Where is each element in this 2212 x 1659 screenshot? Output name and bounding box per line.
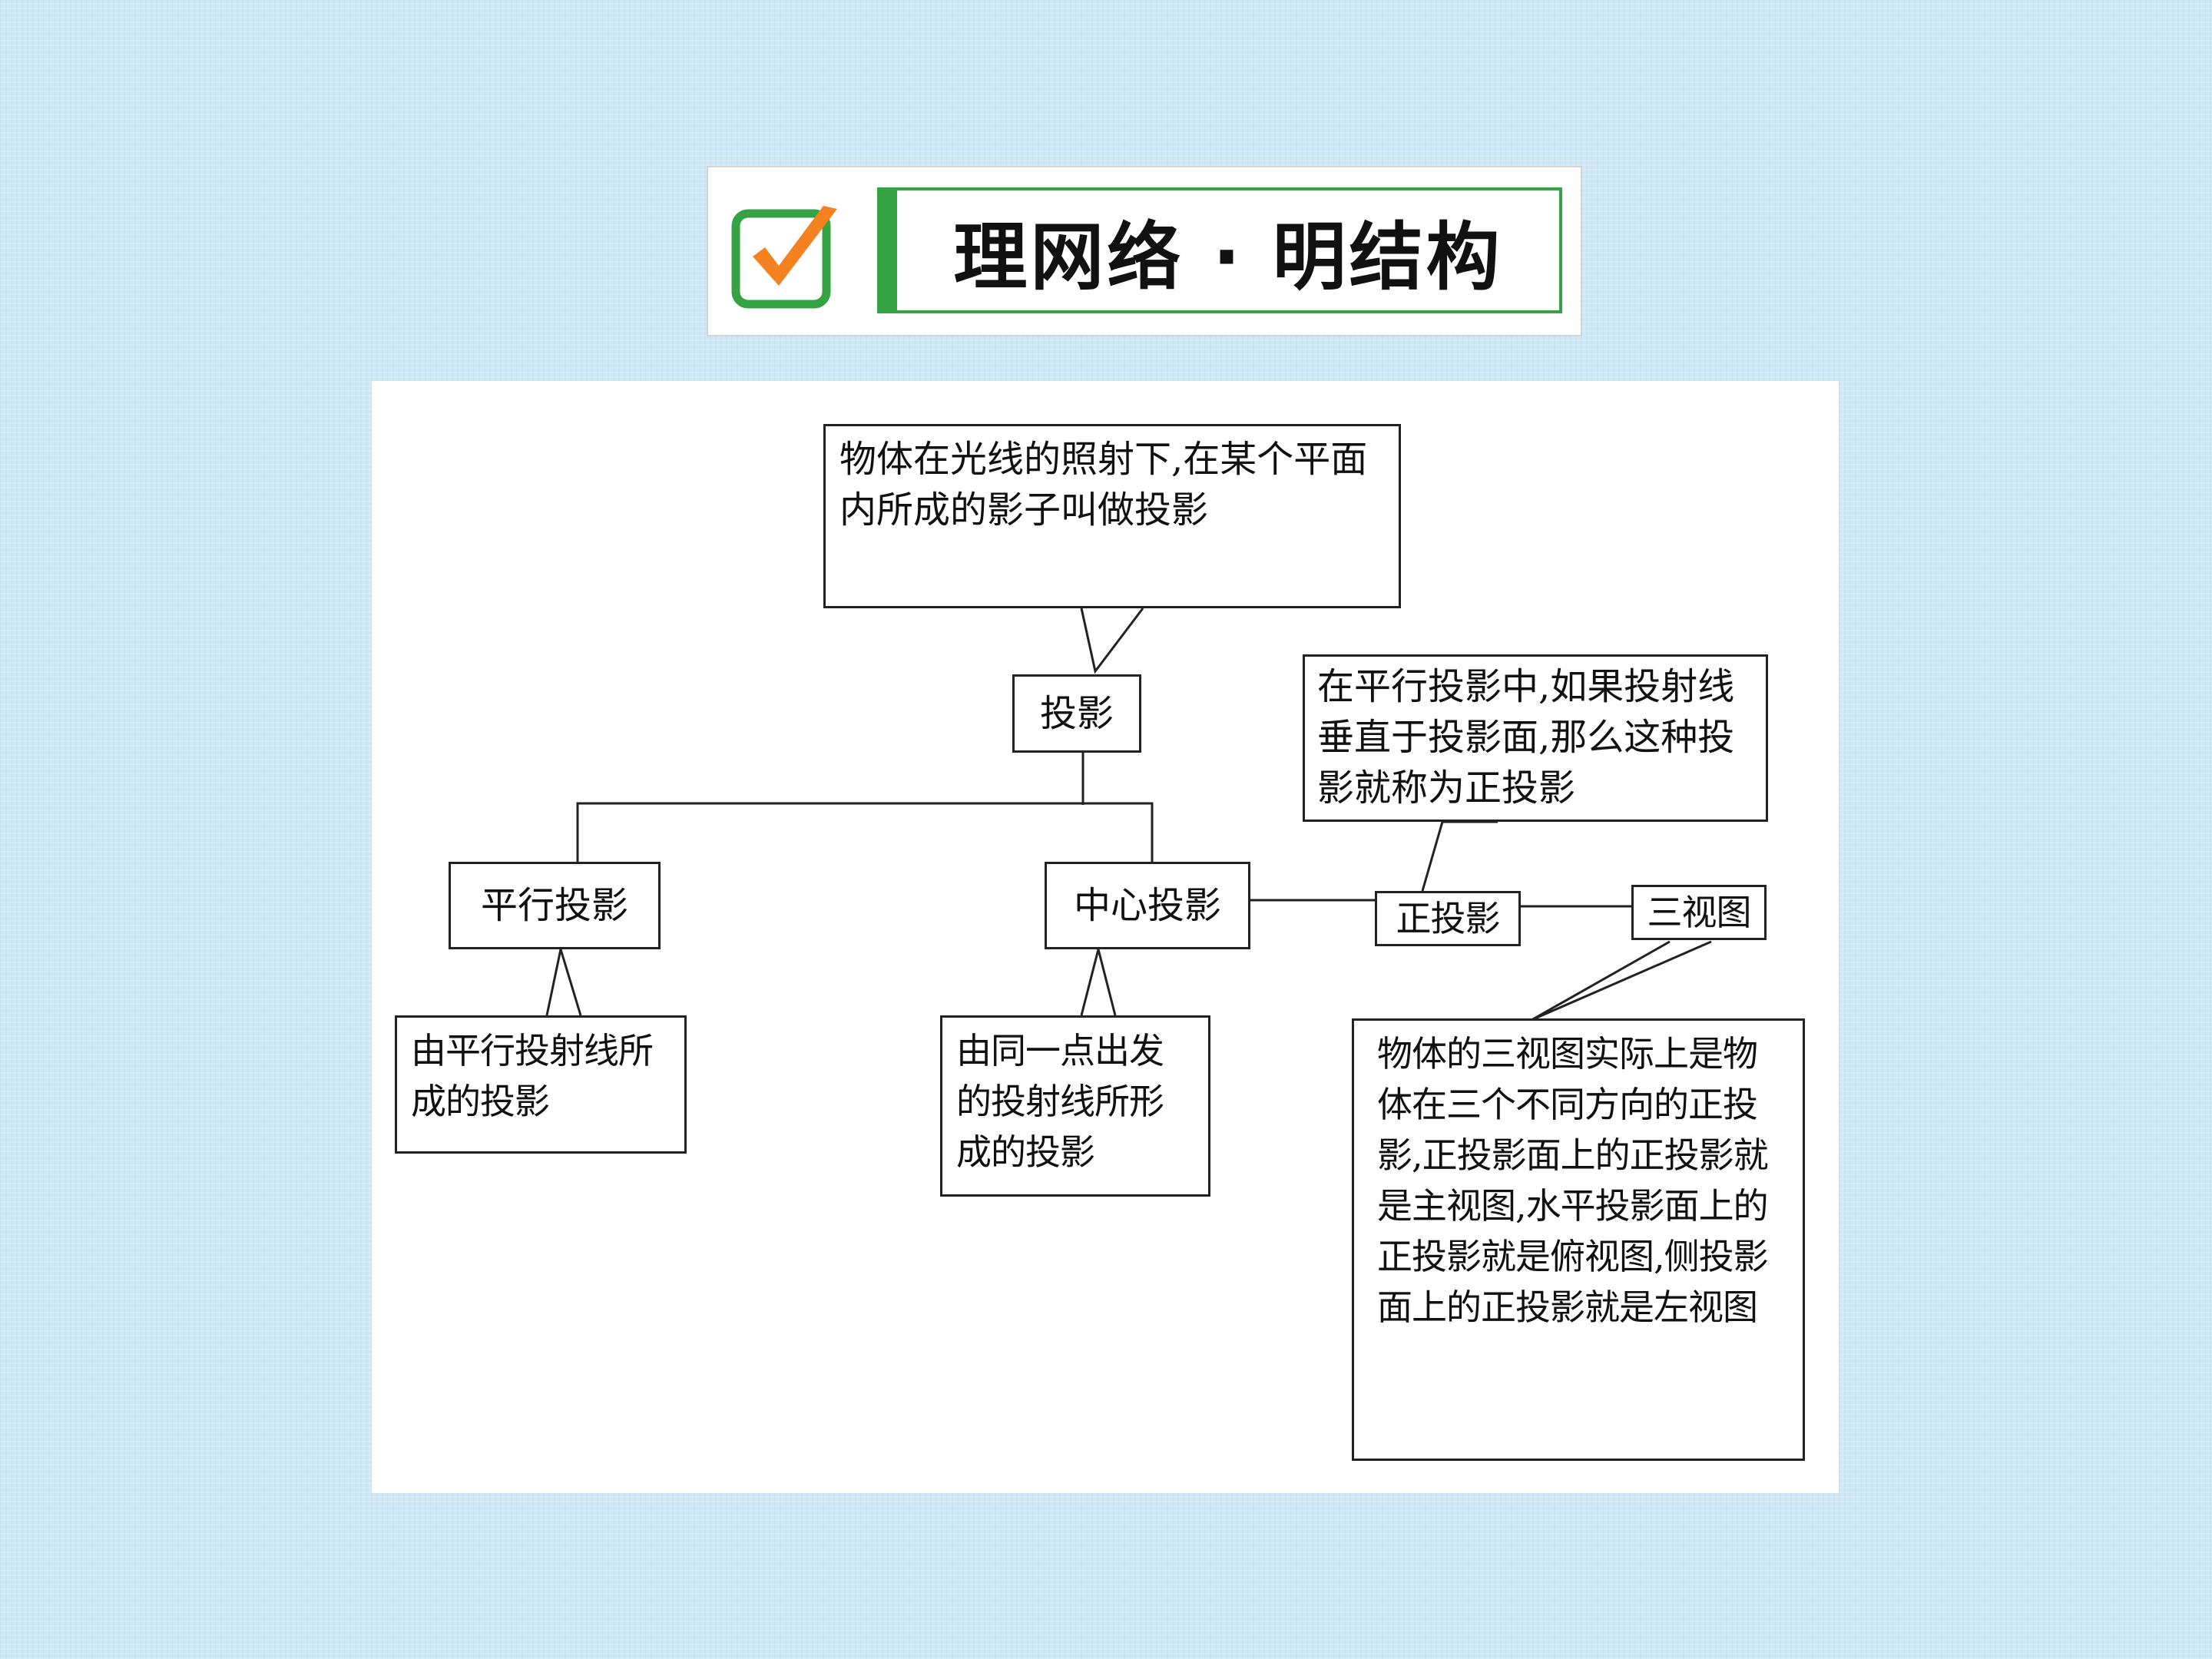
connector-root-branches: [576, 802, 1154, 862]
connector-central-desc: [1080, 949, 1117, 1016]
node-three-views: 三视图: [1631, 885, 1767, 940]
connector-parallel-desc: [545, 949, 582, 1016]
node-parallel-projection: 平行投影: [449, 862, 661, 949]
concept-map-panel: 物体在光线的照射下,在某个平面内所成的影子叫做投影 投影 平行投影 由平行投射线…: [372, 381, 1839, 1493]
node-orthographic-projection: 正投影: [1375, 891, 1521, 946]
node-three-views-description: 物体的三视图实际上是物体在三个不同方向的正投影,正投影面上的正投影就是主视图,水…: [1352, 1018, 1805, 1461]
connector-three-views-desc: [1531, 940, 1712, 1022]
node-parallel-description: 由平行投射线所成的投影: [395, 1015, 687, 1154]
node-orthographic-description: 在平行投影中,如果投射线垂直于投影面,那么这种投影就称为正投影: [1303, 654, 1768, 822]
section-title: 理网络 · 明结构: [953, 214, 1503, 300]
node-projection-definition: 物体在光线的照射下,在某个平面内所成的影子叫做投影: [823, 424, 1401, 608]
connector-orthographic-desc: [1421, 820, 1498, 892]
section-header-banner: 理网络 · 明结构: [707, 166, 1582, 336]
node-central-projection: 中心投影: [1045, 862, 1250, 949]
header-title-frame: 理网络 · 明结构: [897, 187, 1562, 313]
node-projection: 投影: [1012, 674, 1141, 753]
header-accent-bar: [877, 187, 897, 313]
node-central-description: 由同一点出发的投射线所形成的投影: [940, 1015, 1210, 1197]
checkbox-check-icon: [731, 206, 837, 309]
connector-definition-root: [1080, 608, 1144, 674]
